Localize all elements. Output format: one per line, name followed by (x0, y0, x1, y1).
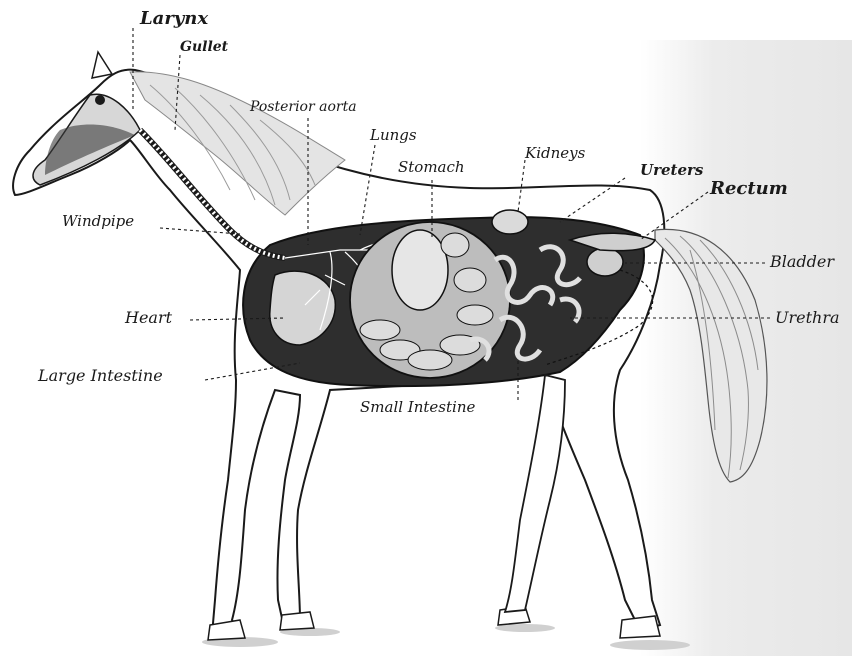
label-large-intestine: Large Intestine (38, 368, 163, 384)
label-ureters: Ureters (640, 163, 703, 178)
mouth-cavity (45, 125, 135, 175)
bladder-organ (587, 248, 623, 276)
tail (655, 229, 767, 482)
hind-leg (505, 375, 565, 612)
eye (95, 95, 105, 105)
label-small-intestine: Small Intestine (360, 400, 475, 415)
label-heart: Heart (125, 310, 172, 326)
stomach-organ (392, 230, 448, 310)
label-bladder: Bladder (770, 254, 834, 270)
hooves (208, 606, 660, 640)
label-larynx: Larynx (140, 10, 208, 28)
label-lungs: Lungs (370, 128, 417, 143)
label-stomach: Stomach (398, 160, 465, 175)
label-urethra: Urethra (775, 310, 840, 326)
label-gullet: Gullet (180, 40, 228, 54)
ear (92, 52, 112, 78)
label-kidneys: Kidneys (525, 146, 585, 161)
kidney-organ (492, 210, 528, 234)
label-rectum: Rectum (710, 180, 788, 198)
hoof-shadows (202, 624, 690, 650)
label-windpipe: Windpipe (62, 214, 134, 229)
label-posterior-aorta: Posterior aorta (250, 100, 357, 114)
